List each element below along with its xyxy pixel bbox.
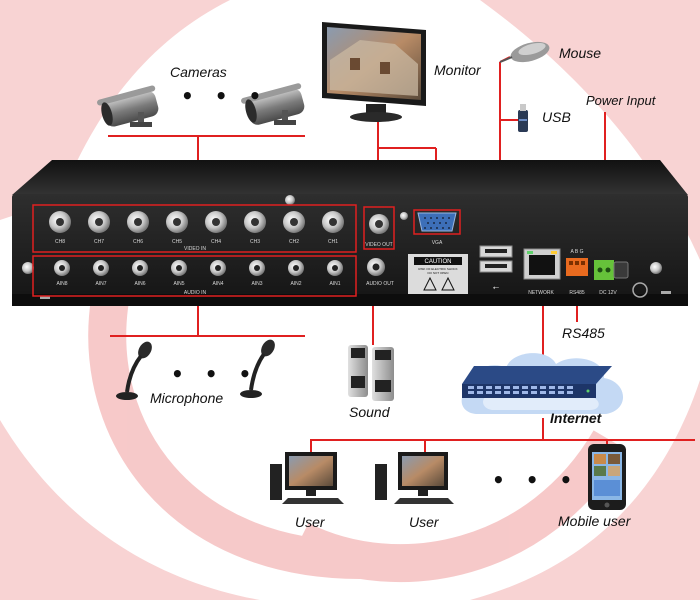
audio-in-label: AUDIO IN <box>184 290 207 296</box>
vga-label: VGA <box>432 240 443 246</box>
mobile-phone <box>588 444 626 510</box>
audio-in-connector: AIN3 <box>249 260 265 287</box>
video-channel-label: CH7 <box>94 239 104 245</box>
video-in-connector: CH4 <box>205 211 227 245</box>
user-1-label: User <box>295 514 325 530</box>
vga-frame <box>413 209 461 235</box>
usb-stick <box>518 104 528 132</box>
rs485-label: RS485 <box>562 325 605 341</box>
video-in-label: VIDEO IN <box>184 246 206 252</box>
cameras-ellipsis: • • • <box>181 84 269 108</box>
camera-2 <box>241 83 305 125</box>
monitor <box>322 22 426 122</box>
audio-in-panel <box>32 255 357 297</box>
ground-terminal <box>632 282 648 298</box>
screw-left <box>22 262 34 274</box>
audio-channel-label: AIN8 <box>56 281 67 287</box>
microphone-1 <box>116 341 152 400</box>
network-port <box>523 248 561 280</box>
usb-ports: ⭠ <box>479 245 513 292</box>
network-label: NETWORK <box>528 290 554 296</box>
mouse-device <box>499 41 550 63</box>
video-in-connector: CH5 <box>166 211 188 245</box>
power-connector <box>594 260 629 280</box>
user-computer-1 <box>270 452 344 504</box>
shock-icon <box>441 276 455 291</box>
video-channel-label: CH4 <box>211 239 221 245</box>
caution-line-2: DO NOT OPEN <box>428 271 449 275</box>
camera-1 <box>97 85 159 127</box>
video-channel-label: CH8 <box>55 239 65 245</box>
microphone-2 <box>240 339 275 398</box>
rs485-terminal <box>566 258 588 276</box>
usb-label: USB <box>542 109 571 125</box>
cameras-label: Cameras <box>170 64 227 80</box>
audio-channel-label: AIN6 <box>134 281 145 287</box>
rs485-port-label: RS485 <box>569 290 585 296</box>
user-computer-2 <box>375 452 454 504</box>
video-channel-label: CH5 <box>172 239 182 245</box>
monitor-label: Monitor <box>434 62 481 78</box>
audio-channel-label: AIN4 <box>212 281 223 287</box>
video-channel-label: CH1 <box>328 239 338 245</box>
video-in-panel <box>32 204 357 253</box>
usb-port-icon: ⭠ <box>493 283 500 292</box>
audio-in-connector: AIN1 <box>327 260 343 287</box>
audio-in-connector: AIN5 <box>171 260 187 287</box>
audio-in-connector: AIN8 <box>54 260 70 287</box>
microphone-label: Microphone <box>150 390 224 406</box>
audio-channel-label: AIN3 <box>251 281 262 287</box>
video-channel-label: CH3 <box>250 239 260 245</box>
sound-label: Sound <box>349 404 390 420</box>
audio-channel-label: AIN5 <box>173 281 184 287</box>
power-input-label: Power Input <box>586 93 656 108</box>
user-2-label: User <box>409 514 439 530</box>
video-channel-label: CH2 <box>289 239 299 245</box>
video-in-connector: CH6 <box>127 211 149 245</box>
audio-in-connector: AIN7 <box>93 260 109 287</box>
users-ellipsis: • • • <box>492 468 580 492</box>
video-in-connector: CH1 <box>322 211 344 245</box>
microphone-ellipsis: • • • <box>171 362 259 386</box>
video-in-connector: CH7 <box>88 211 110 245</box>
audio-in-connector: AIN4 <box>210 260 226 287</box>
vga-port <box>417 212 457 232</box>
mouse-label: Mouse <box>559 45 602 61</box>
audio-in-connector: AIN2 <box>288 260 304 287</box>
dvr-recorder <box>12 160 688 306</box>
speakers <box>348 345 394 401</box>
network-switch <box>462 366 612 398</box>
audio-in-connector: AIN6 <box>132 260 148 287</box>
dc-label: DC 12V <box>599 290 617 296</box>
video-channel-label: CH6 <box>133 239 143 245</box>
audio-in-connectors: AIN8 AIN7 AIN6 AIN5 AIN4 AIN3 AIN2 AIN1 <box>54 260 343 287</box>
mobile-user-label: Mobile user <box>558 513 631 529</box>
internet-label: Internet <box>550 410 602 426</box>
audio-channel-label: AIN7 <box>95 281 106 287</box>
audio-out-label: AUDIO OUT <box>366 281 394 287</box>
video-in-connector: CH8 <box>49 211 71 245</box>
screw-top <box>285 195 295 205</box>
video-in-connectors: CH8 CH7 CH6 CH5 CH4 CH3 CH2 CH1 <box>49 211 344 245</box>
video-in-connector: CH2 <box>283 211 305 245</box>
audio-channel-label: AIN1 <box>329 281 340 287</box>
caution-title: CAUTION <box>425 259 452 265</box>
video-out-label: VIDEO OUT <box>365 242 393 248</box>
warning-icon <box>423 276 437 291</box>
audio-channel-label: AIN2 <box>290 281 301 287</box>
caution-line-1: RISK OF ELECTRIC SHOCK <box>418 267 457 271</box>
video-out-frame <box>363 206 395 250</box>
rs485-pins-label: A B G <box>570 249 583 255</box>
video-in-connector: CH3 <box>244 211 266 245</box>
caution-plate: CAUTION RISK OF ELECTRIC SHOCK DO NOT OP… <box>408 254 468 294</box>
screw-right <box>650 262 662 274</box>
